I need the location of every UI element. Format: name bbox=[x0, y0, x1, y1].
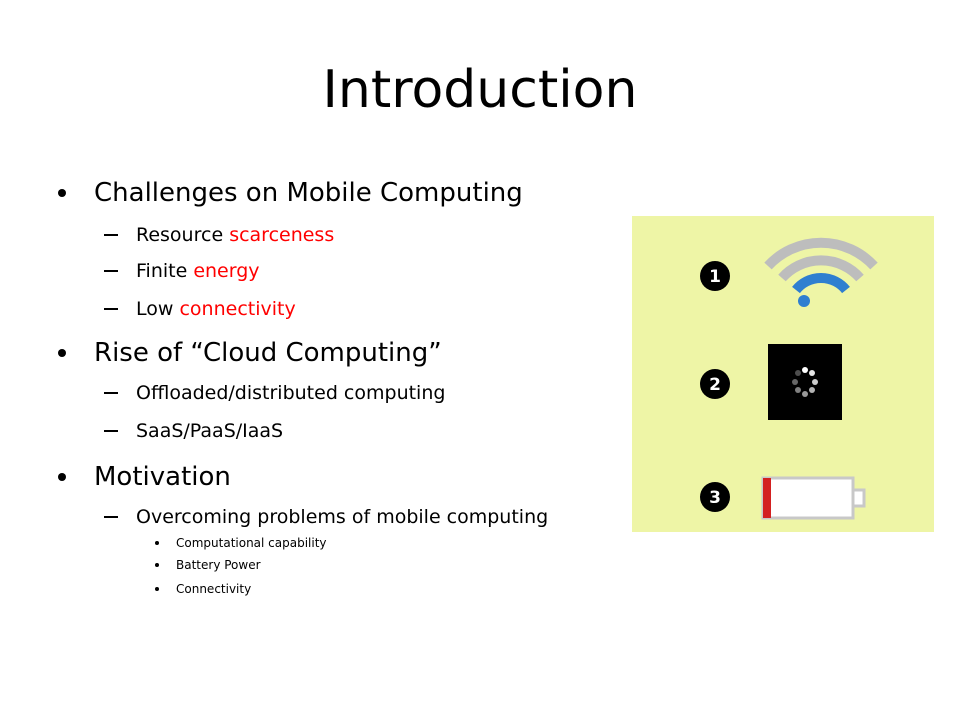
bullet-dot bbox=[155, 541, 159, 545]
sub-bullet-energy: Finite energy bbox=[104, 260, 260, 282]
svg-text:1: 1 bbox=[709, 267, 721, 287]
svg-text:2: 2 bbox=[709, 375, 721, 395]
bullet-motivation: Motivation bbox=[58, 462, 231, 492]
sub-bullet-saas: SaaS/PaaS/IaaS bbox=[104, 420, 283, 442]
sub-bullet-offloaded: Offloaded/distributed computing bbox=[104, 382, 445, 404]
illustration-svg: 1 2 bbox=[700, 237, 878, 520]
number-marker-1: 1 bbox=[700, 261, 730, 291]
bullet-dot bbox=[155, 587, 159, 591]
sub-bullet-text: Finite energy bbox=[136, 260, 260, 282]
sub-bullet-text: Low connectivity bbox=[136, 298, 296, 320]
sub-sub-bullet-computational: Computational capability bbox=[155, 536, 327, 550]
dash-marker bbox=[104, 392, 118, 394]
sub-bullet-resource: Resource scarceness bbox=[104, 224, 334, 246]
bullet-cloud-computing: Rise of “Cloud Computing” bbox=[58, 338, 442, 368]
highlight-text: connectivity bbox=[179, 298, 296, 320]
dash-marker bbox=[104, 308, 118, 310]
sub-sub-bullet-text: Computational capability bbox=[176, 536, 327, 550]
sub-bullet-overcoming: Overcoming problems of mobile computing bbox=[104, 506, 548, 528]
sub-sub-bullet-text: Connectivity bbox=[176, 582, 252, 596]
loading-spinner-icon bbox=[768, 344, 842, 420]
bullet-text: Motivation bbox=[94, 462, 231, 492]
bullet-challenges: Challenges on Mobile Computing bbox=[58, 178, 523, 208]
wifi-icon bbox=[764, 237, 878, 307]
highlight-text: scarceness bbox=[229, 224, 335, 246]
bullet-dot bbox=[58, 473, 66, 481]
sub-bullet-text: SaaS/PaaS/IaaS bbox=[136, 420, 284, 442]
dash-marker bbox=[104, 430, 118, 432]
sub-bullet-connectivity: Low connectivity bbox=[104, 298, 296, 320]
dash-marker bbox=[104, 270, 118, 272]
sub-sub-bullet-text: Battery Power bbox=[176, 558, 261, 572]
highlight-text: energy bbox=[193, 260, 260, 282]
number-marker-3: 3 bbox=[700, 482, 730, 512]
sub-sub-bullet-connectivity: Connectivity bbox=[155, 582, 251, 596]
svg-text:3: 3 bbox=[709, 488, 721, 508]
sub-bullet-text: Offloaded/distributed computing bbox=[136, 382, 446, 404]
dash-marker bbox=[104, 234, 118, 236]
dash-marker bbox=[104, 516, 118, 518]
low-battery-icon bbox=[761, 476, 866, 520]
bullet-dot bbox=[58, 189, 66, 197]
bullet-text: Challenges on Mobile Computing bbox=[94, 178, 523, 208]
bullet-dot bbox=[58, 349, 66, 357]
slide-title: Introduction bbox=[322, 60, 638, 120]
bullet-dot bbox=[155, 563, 159, 567]
number-marker-2: 2 bbox=[700, 369, 730, 399]
bullet-text: Rise of “Cloud Computing” bbox=[94, 338, 442, 368]
sub-sub-bullet-battery: Battery Power bbox=[155, 558, 261, 572]
sub-bullet-text: Overcoming problems of mobile computing bbox=[136, 506, 549, 528]
mobile-problems-illustration: 1 2 bbox=[632, 216, 934, 532]
sub-bullet-text: Resource scarceness bbox=[136, 224, 335, 246]
